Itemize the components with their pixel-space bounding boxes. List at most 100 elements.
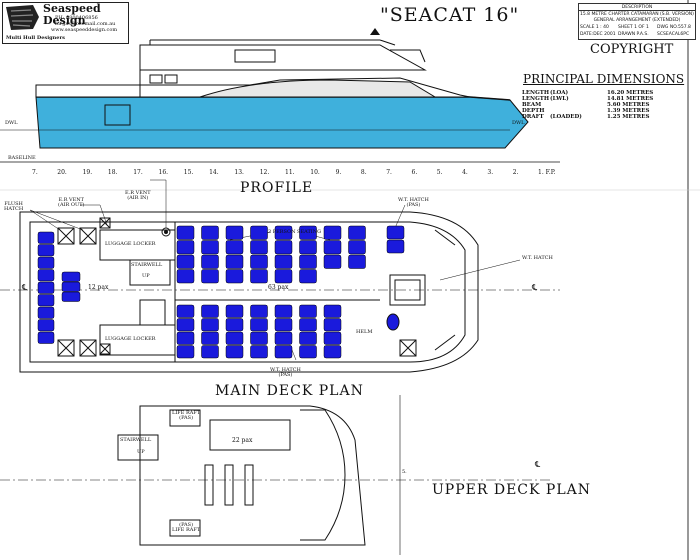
station-label: 9. <box>335 169 342 176</box>
seat <box>386 225 405 240</box>
dimension-value: 14.81 METRES <box>607 96 654 102</box>
seat <box>299 304 317 318</box>
dimension-row: LENGTH(LOA)16.20 METRES <box>522 90 662 96</box>
seat <box>323 240 342 255</box>
catamaran-logo-icon <box>6 5 39 30</box>
seat <box>225 254 244 269</box>
seat <box>61 291 81 302</box>
seat <box>299 331 317 345</box>
seat <box>176 318 195 332</box>
copyright: COPYRIGHT <box>590 42 674 57</box>
wt-hatch-top-label: W.T. HATCH (PAS) <box>398 197 429 208</box>
seat <box>201 331 219 345</box>
seat <box>323 304 342 318</box>
dimensions-heading: PRINCIPAL DIMENSIONS <box>523 72 685 86</box>
seat <box>225 240 244 255</box>
seat <box>37 269 55 282</box>
seat <box>250 318 268 332</box>
pax-12: 12 pax <box>88 284 109 291</box>
upper-deck-outline <box>0 395 550 555</box>
stairwell-label: STAIRWELL <box>131 262 163 268</box>
station-label: 14. <box>209 169 219 176</box>
seat <box>250 331 268 345</box>
seat <box>61 281 81 292</box>
dimension-name: LENGTH <box>522 90 550 96</box>
seat <box>348 240 366 255</box>
upper-centreline: ℄ <box>535 460 541 469</box>
seat <box>201 345 219 359</box>
seat <box>323 345 342 359</box>
seat <box>201 269 219 284</box>
seat <box>299 240 317 255</box>
company-logo: Seaspeed Design PH: 0800406856 birgas@oz… <box>2 2 129 44</box>
centreline-left: ℄ <box>22 283 28 292</box>
station-label: 6. <box>411 169 418 176</box>
wt-hatch-right-label: W.T. HATCH <box>522 255 553 261</box>
tb-file: SCSEACAL6PC <box>657 32 690 37</box>
seat <box>274 331 293 345</box>
seat <box>299 254 317 269</box>
station-label: 8. <box>360 169 367 176</box>
seat <box>225 318 244 332</box>
upper-station: 5. <box>402 469 407 475</box>
life-raft-bottom: (PAS) LIFE RAFT <box>172 522 201 533</box>
seat <box>323 254 342 269</box>
up-label: UP <box>142 273 150 279</box>
seat <box>299 269 317 284</box>
seat <box>250 254 268 269</box>
upper-deck-label: UPPER DECK PLAN <box>432 482 591 498</box>
dimension-value: 1.25 METRES <box>607 114 650 120</box>
seat <box>323 225 342 240</box>
seat <box>299 225 317 240</box>
station-label: 12. <box>259 169 270 176</box>
hatch-icon <box>57 339 75 357</box>
station-label: 19. <box>82 169 93 176</box>
email: birgas@ozemail.com.au <box>55 21 116 27</box>
seat <box>37 244 55 257</box>
title-block: DESCRIPTION 15.8 METRE CHARTER CATAMARAN… <box>578 3 696 40</box>
helm-label: HELM <box>356 329 373 335</box>
seat <box>61 271 81 282</box>
dimension-name: DEPTH <box>522 108 545 114</box>
company-name: Seaspeed Design <box>43 2 101 27</box>
main-deck-outline <box>0 179 560 373</box>
seat <box>299 345 317 359</box>
dimension-row: DRAFT(LOADED)1.25 METRES <box>522 114 662 120</box>
dimension-row: LENGTH(LWL)14.81 METRES <box>522 96 662 102</box>
tagline: Multi Hull Designers <box>6 35 65 41</box>
seat <box>37 331 55 344</box>
dimension-name: BEAM <box>522 102 542 108</box>
tb-line2: GENERAL ARRANGEMENT (EXTENDED) <box>593 18 681 23</box>
station-label: 4. <box>462 169 468 176</box>
seat <box>37 306 55 319</box>
er-vent-in-label: E.R VENT (AIR IN) <box>125 190 151 201</box>
er-vent-out-label: E.R VENT (AIR OUT) <box>58 197 85 208</box>
website: www.seaspeeddesign.com <box>51 27 118 33</box>
seat <box>299 318 317 332</box>
tb-sheet: SHEET 1 OF 1 <box>618 25 649 30</box>
seat <box>348 254 366 269</box>
wt-hatch-bottom-label: W.T. HATCH (PAS) <box>270 367 301 378</box>
station-label: 7. <box>386 169 392 176</box>
pax-63: 63 pax <box>268 284 289 291</box>
phone: PH: 0800406856 <box>55 15 98 21</box>
dimension-qual: (LWL) <box>550 96 569 102</box>
dimension-row: DEPTH 1.39 METRES <box>522 108 662 114</box>
seat <box>386 239 405 254</box>
station-label: 7. <box>32 169 38 176</box>
seat <box>176 269 195 284</box>
station-label: 13. <box>234 169 244 176</box>
baseline-label: BASELINE <box>8 155 36 161</box>
seat <box>274 225 293 240</box>
seat <box>225 304 244 318</box>
dimension-value: 1.39 METRES <box>607 108 650 114</box>
seat <box>176 331 195 345</box>
seat <box>201 304 219 318</box>
station-label: 5. <box>436 169 443 176</box>
seat <box>323 331 342 345</box>
hatch-icon <box>99 217 111 229</box>
station-label: 20. <box>57 169 67 176</box>
main-deck-label: MAIN DECK PLAN <box>215 383 364 399</box>
